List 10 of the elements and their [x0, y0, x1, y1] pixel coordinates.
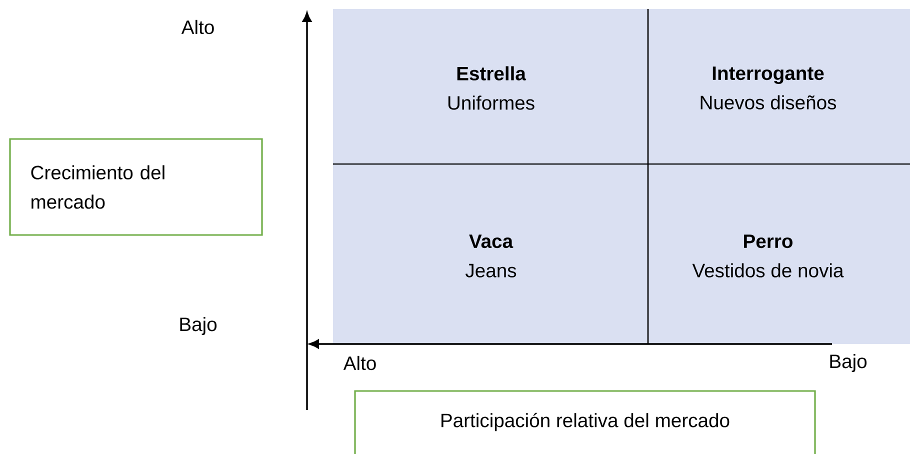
quadrant-cell: Interrogante Nuevos diseños [648, 9, 910, 164]
quadrant-cell: Perro Vestidos de novia [648, 164, 910, 344]
label-box: Participación relativa del mercado [354, 390, 816, 454]
axis-label: Alto [181, 20, 214, 34]
axis-label: Bajo [830, 354, 867, 372]
label-box: Crecimiento del mercado [9, 138, 263, 236]
quadrant-cell: Vaca Jeans [333, 164, 648, 344]
axis-label: Bajo [180, 317, 217, 336]
quadrant-cell: Estrella Uniformes [333, 9, 648, 164]
axis-label: Alto [343, 356, 376, 370]
